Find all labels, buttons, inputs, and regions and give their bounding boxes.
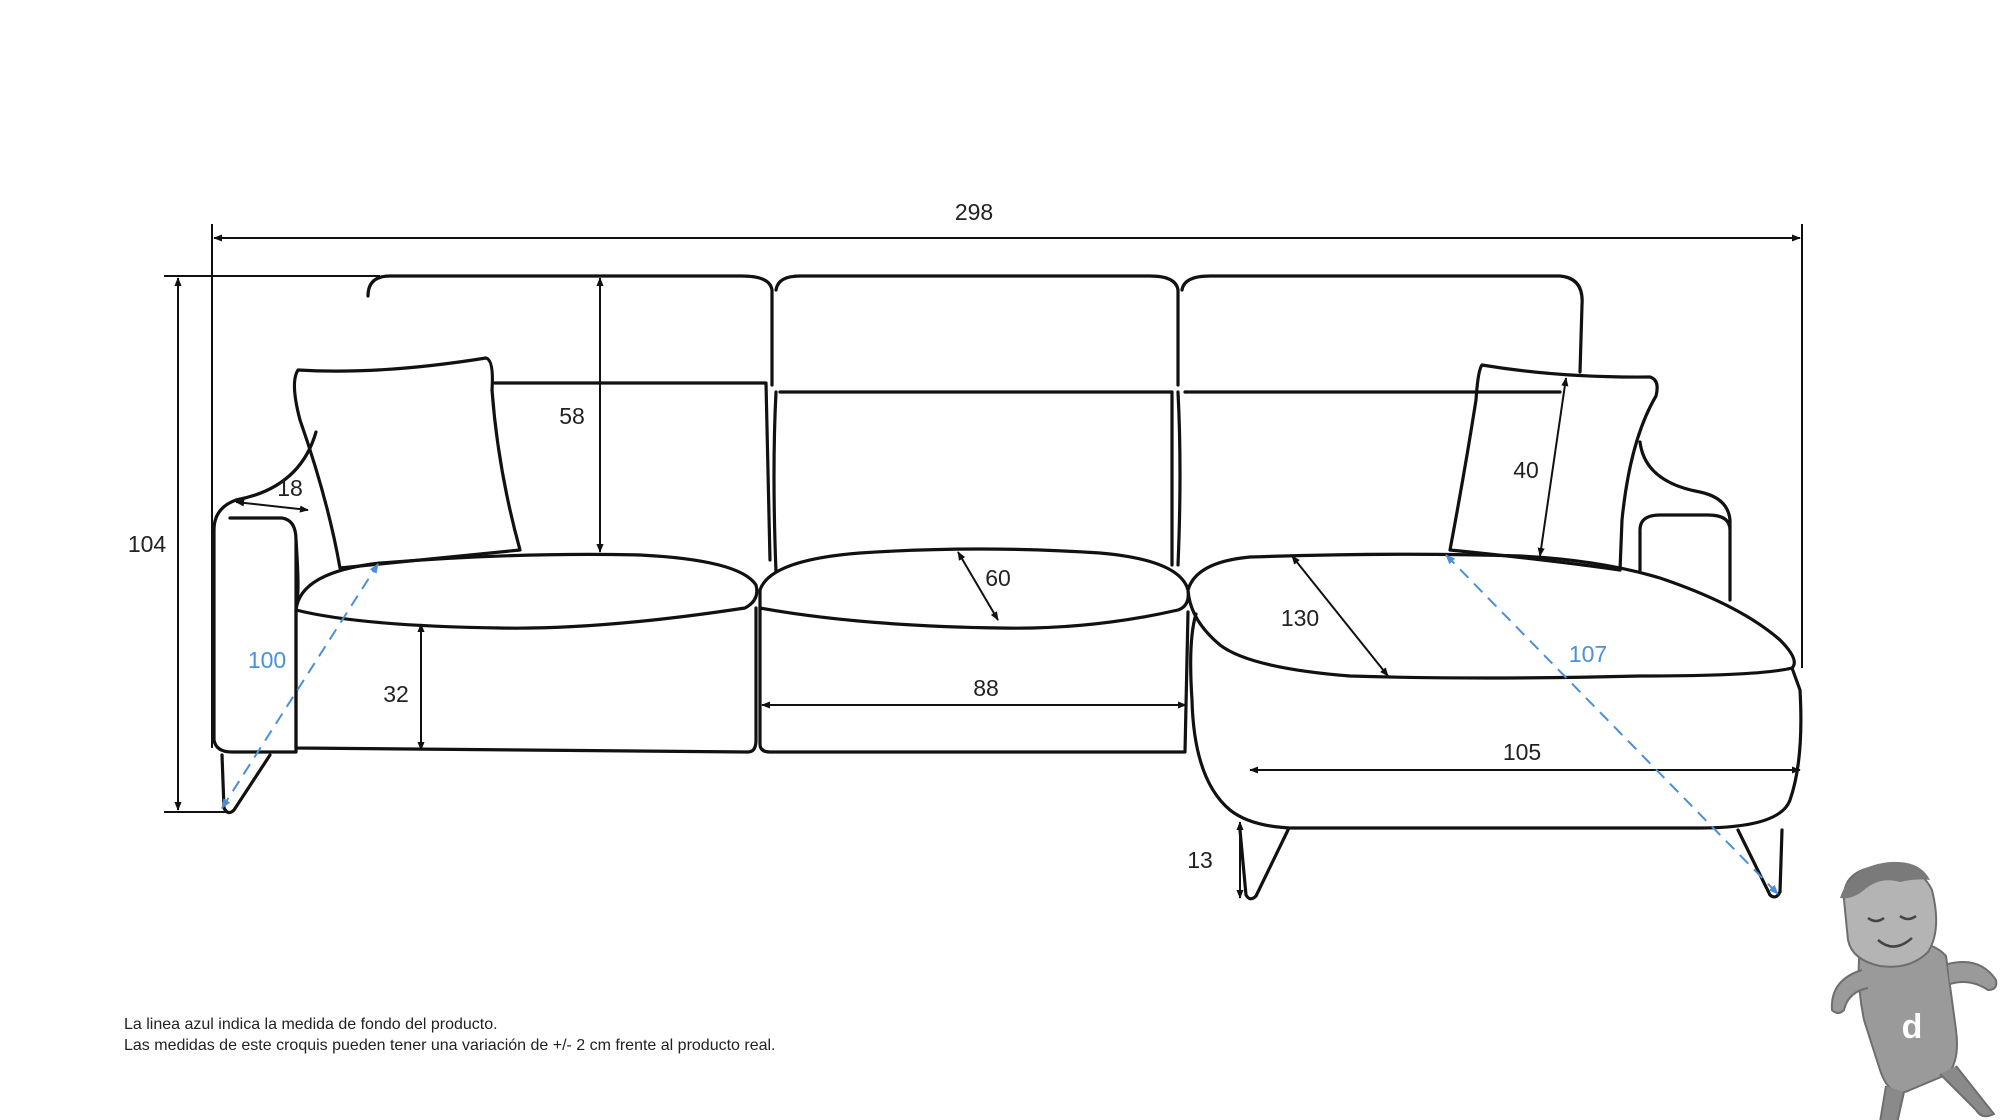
depth-line-note: La linea azul indica la medida de fondo … <box>124 1016 498 1033</box>
right-leg-front <box>1238 828 1290 901</box>
chaise-width-label: 105 <box>1503 739 1541 765</box>
mascot-legs <box>1879 1065 1996 1120</box>
mascot-logo-icon: d <box>1830 861 1998 1120</box>
left-armrest <box>212 430 318 754</box>
back-cushion-center <box>772 390 1182 574</box>
dimension-lines <box>164 224 1803 899</box>
back-cushions-lower <box>493 381 1562 567</box>
dimension-labels: 298 104 18 58 32 60 88 130 105 13 40 100… <box>128 199 1607 873</box>
chaise-total-depth-label: 107 <box>1569 641 1607 667</box>
chaise-seat-top <box>1186 552 1796 680</box>
chaise-leg-back <box>1736 828 1784 899</box>
back-cushion-top-right <box>1180 274 1584 374</box>
middle-seat-top <box>758 547 1190 630</box>
back-cushion-top-left <box>366 274 774 387</box>
mascot-eyes <box>1867 914 1917 923</box>
sofa-depth-blue-line <box>221 563 379 809</box>
mascot-letter: d <box>1902 1008 1923 1046</box>
right-armrest <box>1638 440 1732 602</box>
leg-height-label: 13 <box>1187 847 1213 873</box>
armrest-width-line <box>235 499 309 513</box>
tolerance-note: Las medidas de este croquis pueden tener… <box>124 1037 776 1054</box>
chaise-depth-line <box>1291 555 1389 677</box>
backrest-height-label: 58 <box>559 403 585 429</box>
total-width-label: 298 <box>955 199 993 225</box>
back-cushion-top-center <box>774 274 1180 387</box>
sofa-depth-label: 100 <box>248 647 286 673</box>
seat-height-label: 32 <box>383 681 409 707</box>
chaise-depth-label: 130 <box>1281 605 1319 631</box>
mascot-arms <box>1830 961 1998 1014</box>
pillow-size-line <box>1537 377 1569 557</box>
left-leg-front <box>220 753 272 815</box>
seat-width-label: 88 <box>973 675 999 701</box>
chaise-front <box>1189 612 1803 830</box>
left-seat-front <box>294 606 758 754</box>
mascot-smile <box>1877 937 1913 948</box>
mascot-hair <box>1840 861 1930 899</box>
seat-depth-line <box>957 551 999 621</box>
left-armrest-inner <box>294 538 300 602</box>
armrest-width-label: 18 <box>277 475 303 501</box>
seat-depth-label: 60 <box>985 565 1011 591</box>
pillow-size-label: 40 <box>1513 457 1539 483</box>
middle-seat-front <box>758 606 1190 754</box>
total-height-label: 104 <box>128 531 167 557</box>
left-pillow <box>292 356 522 570</box>
